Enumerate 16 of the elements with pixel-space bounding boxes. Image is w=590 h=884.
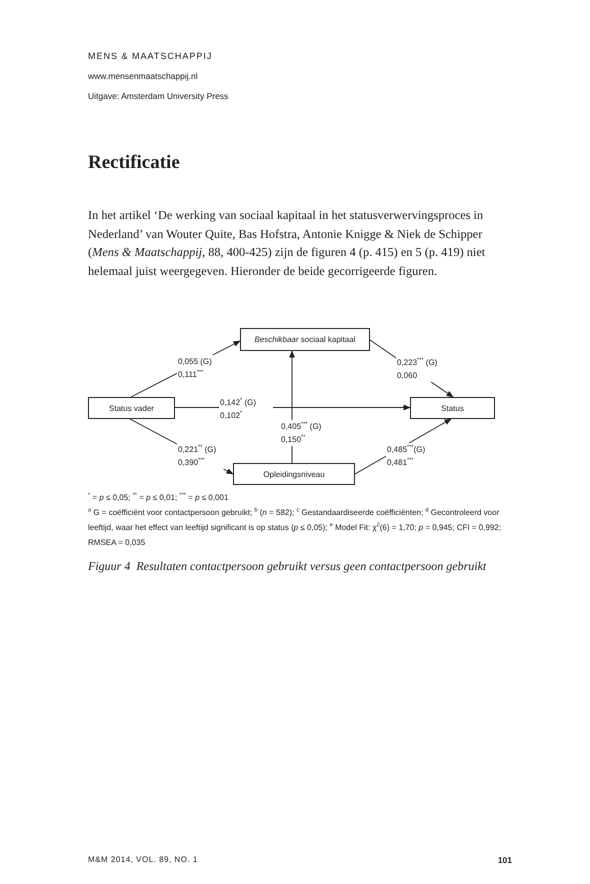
edge-label: 0,142$^{*}$ (G) 0,102$^{*}$ bbox=[219, 396, 273, 422]
publisher-text: Uitgave: Amsterdam University Press bbox=[88, 91, 230, 101]
variable-box: Beschikbaar sociaal kapitaal bbox=[240, 328, 370, 351]
variable-box: Opleidingsniveau bbox=[233, 463, 355, 485]
page-title: Rectificatie bbox=[88, 152, 181, 174]
figure-caption: Figuur 4 Resultaten contactpersoon gebruikt versus geen contactpersoon gebruikt bbox=[88, 559, 488, 574]
variable-box: Status vader bbox=[88, 397, 175, 419]
footer-text: M&M 2014, VOL. 89, NO. 1 bbox=[88, 855, 199, 864]
edge-label: 0,221$^{**}$ (G) 0,390$^{***}$ bbox=[177, 443, 231, 469]
journal-name: MENS & MAATSCHAPPIJ bbox=[88, 51, 214, 61]
website-text: www.mensenmaatschappij.nl bbox=[88, 71, 199, 81]
body-paragraph: In het artikel ‘De werking van sociaal kapitaal in het statusverwervingsproces in Nederland’ van Wouter Quite, Bas Hofstra, Antonie Knigge & Niek de Schipper (Mens & Maatschappij, 88, 400-425) zijn de figuren 4 (p. 415) en 5 (p. 419) niet helemaal juist weergegeven. Hieronder de beide gecorrigeerde figuren. bbox=[88, 207, 486, 280]
footnote-text: $^{*}$ = p ≤ 0,05; $^{**}$ = p ≤ 0,01; $^{***}$ = p ≤ 0,001 bbox=[88, 492, 230, 503]
footnote-text: $^{a}$ G = coëfficiënt voor contactpersoon gebruikt; $^{b}$ (n = 582); $^{c}$ Gestandaardiseerde coëfficiënten; $^{d}$ Gecontroleerd voor leeftijd, waar het effect van leeftijd significant is op status (p ≤ 0,05); $^{e}$ Model Fit: χ$^{2}$(6) = 1,70; p = 0,945; CFI = 0,992; RMSEA = 0,035 bbox=[88, 506, 502, 549]
variable-box: Status bbox=[410, 397, 495, 419]
page-number: 101 bbox=[496, 855, 512, 865]
